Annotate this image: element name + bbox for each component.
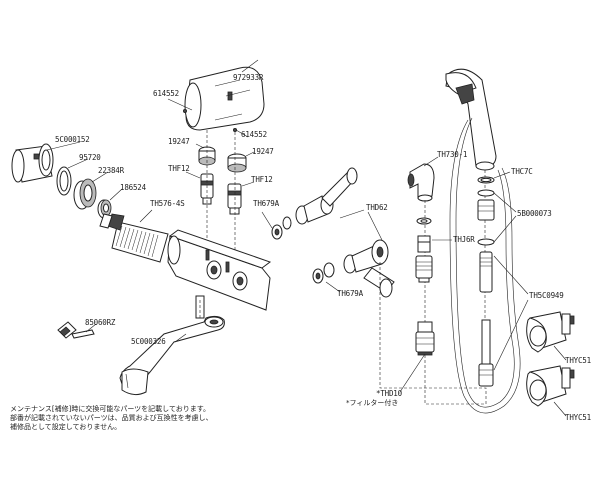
holder-THYC51-upper-part: [526, 311, 575, 353]
label-19247-left: 19247: [168, 137, 190, 146]
leg-THD62-lower-part: [343, 239, 395, 298]
connector-THJ6R-part: [415, 255, 433, 283]
label-22384R: 22384R: [98, 166, 125, 175]
label-614552-bottom: 614552: [241, 130, 267, 139]
label-THF12-right: THF12: [251, 175, 273, 184]
adapter-THD10-part: [415, 321, 435, 356]
elbow-TH730-1-part: [407, 163, 435, 202]
label-THYC51-lower: THYC51: [565, 413, 591, 422]
label-filter: *フィルター付き: [346, 398, 398, 407]
cartridge-TH576-4S-part: [99, 213, 169, 263]
check-valve-THF12-right-part: [227, 183, 242, 215]
note-line-2: 部番が記載されていないパーツは、品質および互換性を考慮し、: [10, 413, 213, 422]
fitting-5B000073-part: [477, 189, 495, 246]
nut-22384R-part: [73, 178, 97, 210]
label-85060RZ: 85060RZ: [85, 318, 116, 327]
ring-95720-part: [56, 166, 72, 196]
label-TH576-4S: TH576-4S: [150, 199, 185, 208]
label-THD10: *THD10: [376, 389, 403, 398]
leg-THD62-upper-part: [295, 167, 358, 225]
washer-THJ6R-part: [416, 217, 432, 253]
hose-TH5C0949-part: [478, 251, 494, 387]
holder-THYC51-lower-part: [526, 365, 575, 407]
label-THYC51-upper: THYC51: [565, 356, 591, 365]
label-TH679A-upper: TH679A: [253, 199, 280, 208]
shower-head-part: [445, 68, 497, 171]
label-19247-right: 19247: [252, 147, 274, 156]
label-THF12-left: THF12: [168, 164, 190, 173]
key-85060RZ-part: [57, 321, 95, 339]
label-THJ6R: THJ6R: [453, 235, 475, 244]
label-5C000326: 5C000326: [131, 337, 166, 346]
label-5C000152: 5C000152: [55, 135, 90, 144]
label-972933R: 972933R: [233, 73, 264, 82]
fitting-TH679A-lower-part: [312, 262, 335, 284]
handle-cap-part: [184, 66, 265, 131]
note-line-3: 補修品として設定しておりません。: [10, 422, 121, 431]
washer-186524-part: [97, 199, 112, 219]
fitting-TH679A-upper-part: [271, 216, 292, 240]
check-valve-THF12-left-part: [200, 173, 214, 205]
faucet-body-part: [167, 229, 272, 319]
label-TH730-1: TH730-1: [437, 150, 467, 159]
label-THD62: THD62: [366, 203, 388, 212]
spout-5C000326-part: [119, 315, 225, 396]
label-95720: 95720: [79, 153, 101, 162]
cap-19247-right-part: [227, 153, 247, 173]
label-614552-top: 614552: [153, 89, 179, 98]
left-handle-part: [11, 143, 54, 183]
note-line-1: メンテナンス[補修]時に交換可能なパーツを記載しております。: [10, 404, 210, 413]
label-5B000073: 5B000073: [517, 209, 552, 218]
label-TH679A-lower: TH679A: [337, 289, 364, 298]
ring-THC7C-part: [477, 176, 495, 184]
label-THC7C: THC7C: [511, 167, 533, 176]
label-186524: 186524: [120, 183, 147, 192]
label-TH5C0949: TH5C0949: [529, 291, 564, 300]
